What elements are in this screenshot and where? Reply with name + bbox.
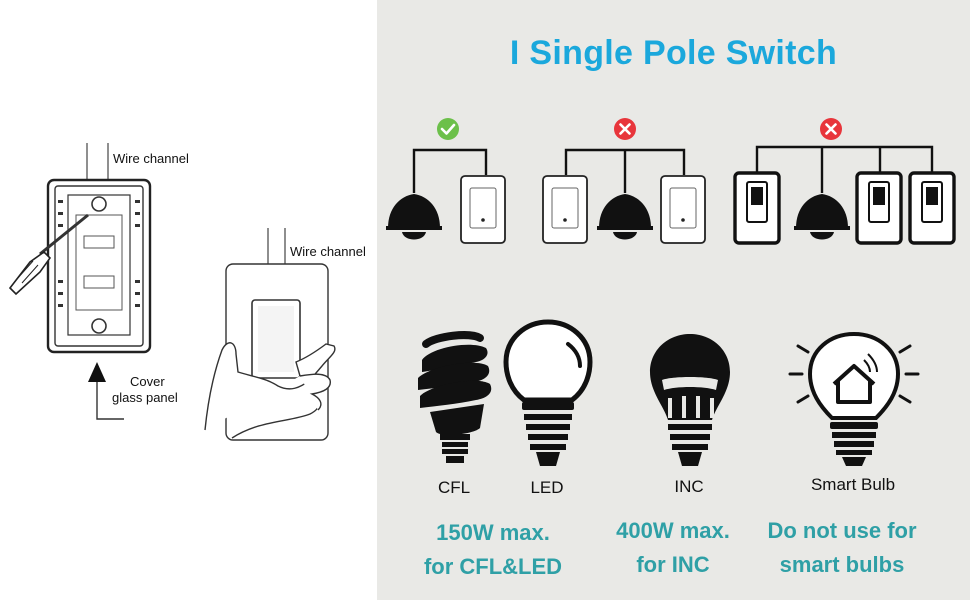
switch-icon	[855, 171, 903, 245]
cfl-bulb-icon	[418, 331, 492, 463]
switch-back-plate	[46, 178, 152, 354]
wiring-config-multi-way	[733, 118, 956, 245]
smart-spec-line1: Do not use for	[767, 518, 917, 543]
switch-icon	[660, 175, 706, 244]
switch-icon	[733, 171, 781, 245]
screwdriver-icon	[8, 213, 89, 296]
switch-icon	[460, 175, 506, 244]
switch-icon	[908, 171, 956, 245]
led-label: LED	[530, 478, 564, 497]
hand-icon	[204, 342, 336, 439]
compatibility-panel	[377, 0, 970, 600]
inc-spec-line2: for INC	[636, 552, 710, 577]
page-title: I Single Pole Switch	[509, 34, 838, 72]
inc-spec: 400W max. for INC	[598, 514, 748, 582]
check-icon	[437, 118, 459, 140]
led-bulb-icon	[503, 319, 593, 466]
pendant-lamp-icon	[386, 194, 442, 240]
smart-bulb-label: Smart Bulb	[810, 475, 896, 494]
glass-panel-label: glass panel	[112, 390, 178, 405]
inc-bulb-icon	[650, 334, 730, 466]
cover-arrow	[88, 362, 124, 420]
wire-channel-wires	[86, 143, 109, 182]
pendant-lamp-icon	[597, 194, 653, 240]
smart-spec-line2: smart bulbs	[779, 552, 905, 577]
smart-bulb-icon	[788, 331, 920, 466]
cfl-led-spec: 150W max. for CFL&LED	[403, 516, 583, 584]
cfl-led-spec-line2: for CFL&LED	[423, 554, 563, 579]
cover-label: Cover	[130, 374, 165, 389]
smart-bulb-spec: Do not use for smart bulbs	[752, 514, 932, 582]
pendant-lamp-icon	[794, 194, 850, 240]
inc-label: INC	[674, 477, 704, 496]
wiring-config-three-way	[542, 118, 706, 244]
wire-channel-label-front: Wire channel	[290, 244, 366, 259]
wiring-config-single	[386, 118, 506, 244]
switch-icon	[542, 175, 588, 244]
wire-channel-label-back: Wire channel	[113, 151, 189, 166]
cross-icon	[614, 118, 636, 140]
cross-icon	[820, 118, 842, 140]
cfl-led-spec-line1: 150W max.	[436, 520, 550, 545]
inc-spec-line1: 400W max.	[616, 518, 730, 543]
cfl-label: CFL	[437, 478, 471, 497]
